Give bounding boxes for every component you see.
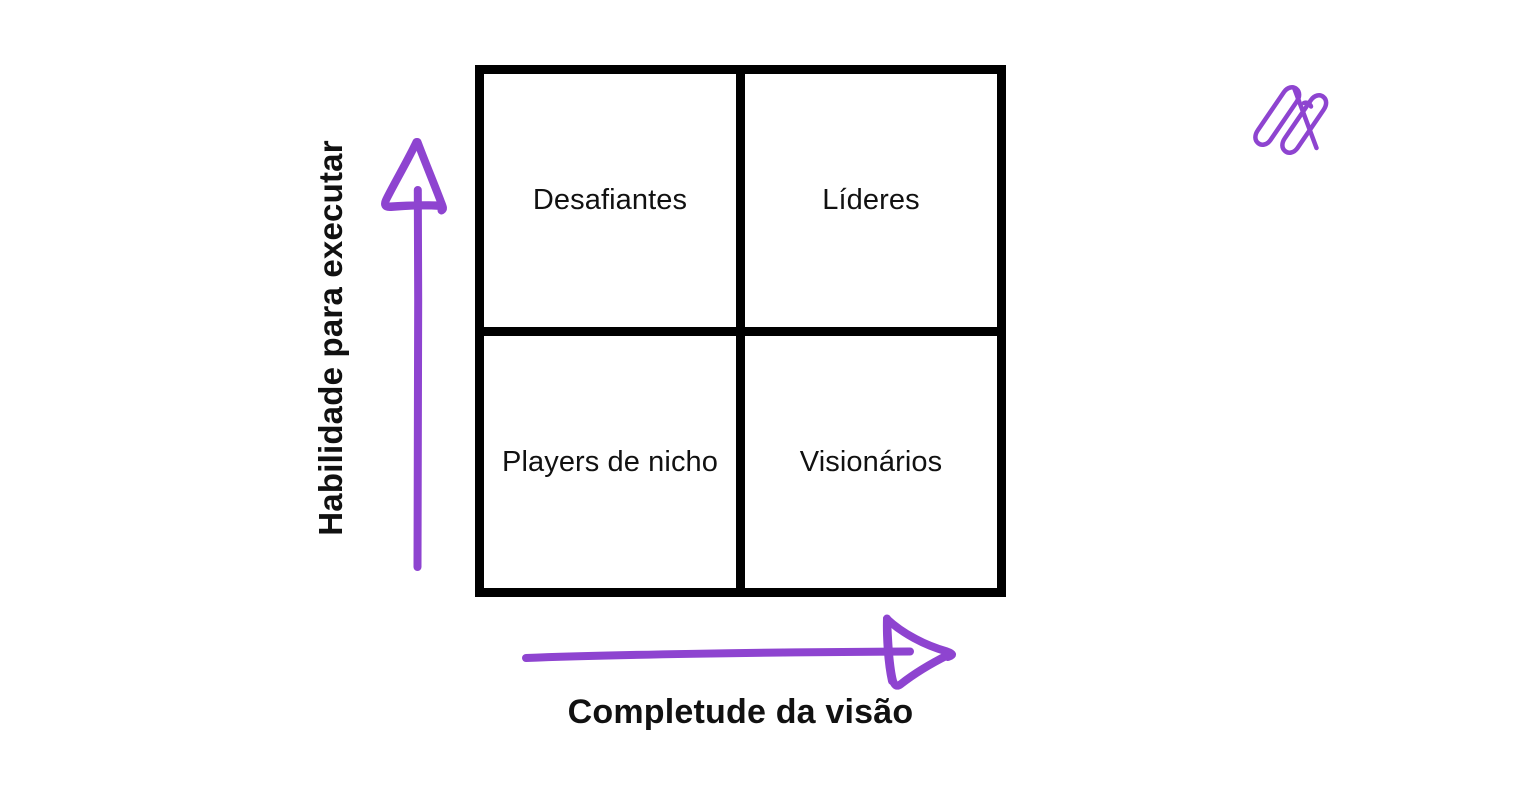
quadrant-label-challengers: Desafiantes [532,184,688,217]
quadrant-niche-players[interactable]: Players de nicho [484,335,736,588]
quadrant-leaders[interactable]: Líderes [745,74,997,327]
quadrant-label-niche-players: Players de nicho [502,445,718,478]
y-axis-arrow [365,120,475,585]
y-axis-label: Habilidade para executar [308,78,354,598]
quadrant-challengers[interactable]: Desafiantes [484,74,736,327]
y-axis-label-text: Habilidade para executar [312,140,349,536]
quadrant-label-visionaries: Visionários [799,445,943,478]
x-axis-label-text: Completude da visão [567,693,914,731]
x-axis-label: Completude da visão [475,693,1006,732]
quadrant-visionaries[interactable]: Visionários [745,335,997,588]
zigzag-monogram-logo-icon [1248,76,1352,164]
x-axis-arrow [510,605,980,695]
quadrant-label-leaders: Líderes [822,184,920,217]
magic-quadrant-grid: Desafiantes Líderes Players de nicho Vis… [475,65,1006,597]
